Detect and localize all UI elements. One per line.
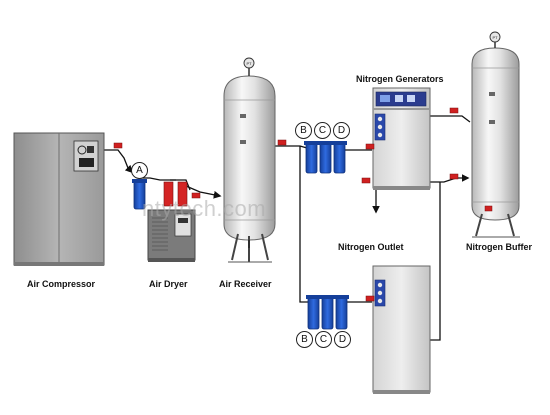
nitrogen-generator-upper: [372, 87, 431, 190]
label-air-dryer: Air Dryer: [149, 279, 188, 289]
svg-text:PT: PT: [246, 61, 252, 66]
label-nitrogen-buffer: Nitrogen Buffer: [466, 242, 532, 252]
nitrogen-generator-lower: [372, 265, 431, 394]
air-compressor: [13, 132, 105, 266]
label-nitrogen-generators: Nitrogen Generators: [356, 74, 444, 84]
filter-a: [132, 179, 147, 210]
air-dryer: [147, 181, 196, 262]
filter-label-d-lower: D: [334, 331, 351, 348]
air-receiver-tank: [223, 66, 276, 263]
valves: [113, 107, 493, 302]
svg-text:PT: PT: [492, 35, 498, 40]
pressure-gauge-receiver: PT: [243, 57, 255, 69]
watermark: ntytech.com: [142, 196, 267, 221]
filter-label-b-lower: B: [296, 331, 313, 348]
label-air-receiver: Air Receiver: [219, 279, 272, 289]
pipe-network: [104, 115, 471, 341]
nitrogen-buffer-tank: [471, 40, 520, 238]
filter-label-a: A: [131, 162, 148, 179]
label-nitrogen-outlet: Nitrogen Outlet: [338, 242, 404, 252]
filter-set-lower: [306, 295, 349, 330]
filter-label-c-lower: C: [315, 331, 332, 348]
filter-label-d-upper: D: [333, 122, 350, 139]
filter-set-upper: [304, 141, 347, 174]
label-air-compressor: Air Compressor: [27, 279, 96, 289]
pressure-gauge-buffer: PT: [489, 31, 501, 43]
filter-label-b-upper: B: [295, 122, 312, 139]
filter-label-c-upper: C: [314, 122, 331, 139]
